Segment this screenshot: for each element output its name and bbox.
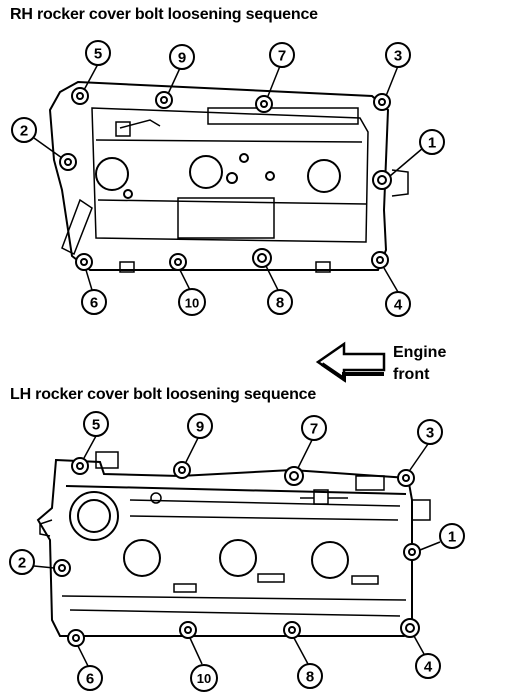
rh-callout-5: 5: [85, 40, 111, 66]
lh-bolt-heads: [53, 457, 421, 647]
svg-text:6: 6: [86, 671, 94, 688]
lh-rocker-cover-drawing: [36, 451, 431, 637]
lh-leader-lines: [33, 435, 441, 667]
rh-bolt-heads: [59, 87, 392, 271]
rh-callout-2: 2: [11, 117, 37, 143]
rh-callout-8: 8: [267, 289, 293, 315]
svg-text:10: 10: [197, 671, 211, 686]
rh-callout-1: 1: [419, 129, 445, 155]
lh-callout-4: 4: [415, 653, 441, 679]
svg-text:7: 7: [310, 421, 318, 438]
rh-callout-3: 3: [385, 42, 411, 68]
svg-text:3: 3: [426, 425, 434, 442]
svg-text:3: 3: [394, 48, 402, 65]
rh-callout-9: 9: [169, 44, 195, 70]
svg-text:5: 5: [94, 46, 102, 63]
engine-front-label: Engine front: [393, 342, 446, 386]
svg-text:1: 1: [448, 529, 456, 546]
rh-callout-4: 4: [385, 291, 411, 317]
svg-text:5: 5: [92, 417, 100, 434]
svg-text:4: 4: [394, 297, 403, 314]
rh-callout-10: 10: [178, 288, 206, 316]
rh-leader-lines: [33, 63, 424, 293]
svg-text:7: 7: [278, 48, 286, 65]
svg-text:8: 8: [306, 669, 314, 686]
engine-front-label-line1: Engine: [393, 344, 447, 361]
engine-front-label-line2: front: [393, 366, 430, 383]
lh-callout-6: 6: [77, 665, 103, 691]
left-arrow-icon: [315, 341, 386, 383]
svg-text:1: 1: [428, 135, 436, 152]
rh-callout-7: 7: [269, 42, 295, 68]
svg-text:9: 9: [196, 419, 204, 436]
lh-callout-2: 2: [9, 549, 35, 575]
svg-text:2: 2: [20, 123, 28, 140]
lh-callout-1: 1: [439, 523, 465, 549]
rh-callout-6: 6: [81, 289, 107, 315]
svg-text:4: 4: [424, 659, 433, 676]
lh-callout-3: 3: [417, 419, 443, 445]
lh-section-title: LH rocker cover bolt loosening sequence: [10, 386, 317, 403]
lh-callout-5: 5: [83, 411, 109, 437]
svg-text:2: 2: [18, 555, 26, 572]
lh-callout-10: 10: [190, 664, 218, 692]
svg-text:6: 6: [90, 295, 98, 312]
lh-callout-9: 9: [187, 413, 213, 439]
svg-text:8: 8: [276, 295, 284, 312]
svg-text:9: 9: [178, 50, 186, 67]
rh-section-title: RH rocker cover bolt loosening sequence: [10, 6, 318, 23]
lh-callout-7: 7: [301, 415, 327, 441]
rh-rocker-cover-drawing: [48, 80, 409, 273]
svg-text:10: 10: [185, 296, 199, 311]
lh-callout-8: 8: [297, 663, 323, 689]
